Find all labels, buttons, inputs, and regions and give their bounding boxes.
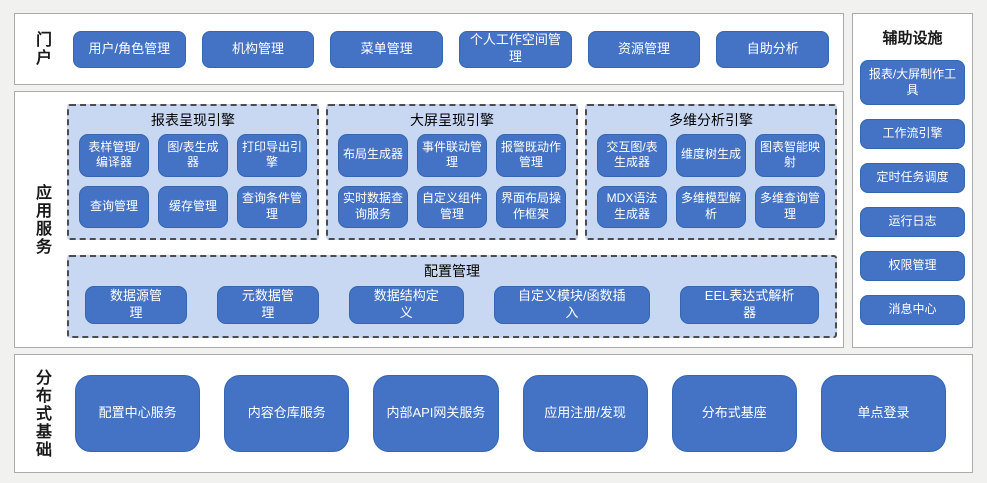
config-mgmt-row: 数据源管理 元数据管理 数据结构定义 自定义模块/函数插入 EEL表达式解析器 [69,283,835,336]
config-button-datasource-mgmt[interactable]: 数据源管理 [85,286,187,324]
foundation-button-distributed-base[interactable]: 分布式基座 [671,375,797,452]
engine-button-print-export[interactable]: 打印导出引擎 [237,134,307,177]
aux-button-run-log[interactable]: 运行日志 [860,207,965,237]
olap-engine-title: 多维分析引擎 [669,112,753,128]
portal-button-org[interactable]: 机构管理 [201,30,315,68]
engine-button-layout-generator[interactable]: 布局生成器 [338,134,408,177]
engine-panels-row: 报表呈现引擎 表样管理/编译器 图/表生成器 打印导出引擎 查询管理 缓存管理 … [67,104,837,240]
portal-section-label: 门户 [33,31,50,67]
foundation-button-app-registry[interactable]: 应用注册/发现 [522,375,648,452]
config-button-custom-module-function[interactable]: 自定义模块/函数插入 [493,286,651,324]
app-services-section: 应用服务 报表呈现引擎 表样管理/编译器 图/表生成器 打印导出引擎 查询管理 … [14,91,844,348]
dashboard-engine-title: 大屏呈现引擎 [410,112,494,128]
app-services-content: 报表呈现引擎 表样管理/编译器 图/表生成器 打印导出引擎 查询管理 缓存管理 … [67,92,843,347]
config-button-data-structure[interactable]: 数据结构定义 [348,286,464,324]
portal-button-row: 用户/角色管理 机构管理 菜单管理 个人工作空间管理 资源管理 自助分析 [67,30,843,68]
portal-button-self-analysis[interactable]: 自助分析 [716,30,830,68]
engine-button-query-condition-mgmt[interactable]: 查询条件管理 [237,185,307,228]
foundation-button-api-gateway[interactable]: 内部API网关服务 [373,375,499,452]
portal-button-menu[interactable]: 菜单管理 [330,30,444,68]
portal-button-workspace[interactable]: 个人工作空间管理 [459,30,572,68]
dashboard-engine-grid: 布局生成器 事件联动管理 报警既动作管理 实时数据查询服务 自定义组件管理 界面… [328,132,576,238]
engine-button-style-mgmt-compiler[interactable]: 表样管理/编译器 [79,134,149,177]
config-button-metadata-mgmt[interactable]: 元数据管理 [216,286,319,324]
config-mgmt-title: 配置管理 [424,263,480,279]
report-engine-grid: 表样管理/编译器 图/表生成器 打印导出引擎 查询管理 缓存管理 查询条件管理 [69,132,317,238]
foundation-button-row: 配置中心服务 内容仓库服务 内部API网关服务 应用注册/发现 分布式基座 单点… [67,375,972,452]
report-engine-panel: 报表呈现引擎 表样管理/编译器 图/表生成器 打印导出引擎 查询管理 缓存管理 … [67,104,319,240]
engine-button-cache-mgmt[interactable]: 缓存管理 [158,185,228,228]
engine-button-chart-table-generator[interactable]: 图/表生成器 [158,134,228,177]
engine-button-ui-layout-framework[interactable]: 界面布局操作框架 [496,185,566,228]
aux-button-report-dashboard-tool[interactable]: 报表/大屏制作工具 [860,60,965,105]
aux-facilities-section: 辅助设施 报表/大屏制作工具 工作流引擎 定时任务调度 运行日志 权限管理 消息… [852,13,973,348]
foundation-button-sso[interactable]: 单点登录 [820,375,947,452]
engine-button-multidim-model-parse[interactable]: 多维模型解析 [676,185,746,228]
foundation-label-wrap: 分布式基础 [15,355,67,472]
aux-facilities-title: 辅助设施 [882,30,943,47]
engine-button-multidim-query-mgmt[interactable]: 多维查询管理 [755,185,825,228]
foundation-button-config-center[interactable]: 配置中心服务 [75,375,201,452]
olap-engine-grid: 交互图/表生成器 维度树生成 图表智能映射 MDX语法生成器 多维模型解析 多维… [587,132,835,238]
report-engine-title: 报表呈现引擎 [151,112,235,128]
app-services-label: 应用服务 [33,183,50,256]
dashboard-engine-panel: 大屏呈现引擎 布局生成器 事件联动管理 报警既动作管理 实时数据查询服务 自定义… [326,104,578,240]
portal-button-resource[interactable]: 资源管理 [587,30,701,68]
engine-button-event-linkage-mgmt[interactable]: 事件联动管理 [417,134,487,177]
aux-facilities-col: 报表/大屏制作工具 工作流引擎 定时任务调度 运行日志 权限管理 消息中心 [860,60,965,325]
portal-section-label-wrap: 门户 [15,14,67,84]
foundation-section: 分布式基础 配置中心服务 内容仓库服务 内部API网关服务 应用注册/发现 分布… [14,354,973,473]
engine-button-realtime-data-query[interactable]: 实时数据查询服务 [338,185,408,228]
engine-button-interactive-chart-generator[interactable]: 交互图/表生成器 [597,134,667,177]
foundation-button-content-repo[interactable]: 内容仓库服务 [224,375,350,452]
engine-button-custom-component-mgmt[interactable]: 自定义组件管理 [417,185,487,228]
engine-button-dimension-tree[interactable]: 维度树生成 [676,134,746,177]
engine-button-mdx-generator[interactable]: MDX语法生成器 [597,185,667,228]
aux-button-message-center[interactable]: 消息中心 [860,295,965,325]
portal-button-user-role[interactable]: 用户/角色管理 [73,30,186,68]
portal-section: 门户 用户/角色管理 机构管理 菜单管理 个人工作空间管理 资源管理 自助分析 [14,13,844,85]
app-services-label-wrap: 应用服务 [15,92,67,347]
aux-button-permission-mgmt[interactable]: 权限管理 [860,251,965,281]
config-mgmt-panel: 配置管理 数据源管理 元数据管理 数据结构定义 自定义模块/函数插入 EEL表达… [67,255,837,338]
aux-button-workflow-engine[interactable]: 工作流引擎 [860,119,965,149]
foundation-label: 分布式基础 [33,368,50,459]
engine-button-query-mgmt[interactable]: 查询管理 [79,185,149,228]
engine-button-alarm-action-mgmt[interactable]: 报警既动作管理 [496,134,566,177]
config-button-eel-parser[interactable]: EEL表达式解析器 [680,286,819,324]
aux-button-task-scheduler[interactable]: 定时任务调度 [860,163,965,193]
engine-button-smart-chart-mapping[interactable]: 图表智能映射 [755,134,825,177]
olap-engine-panel: 多维分析引擎 交互图/表生成器 维度树生成 图表智能映射 MDX语法生成器 多维… [585,104,837,240]
